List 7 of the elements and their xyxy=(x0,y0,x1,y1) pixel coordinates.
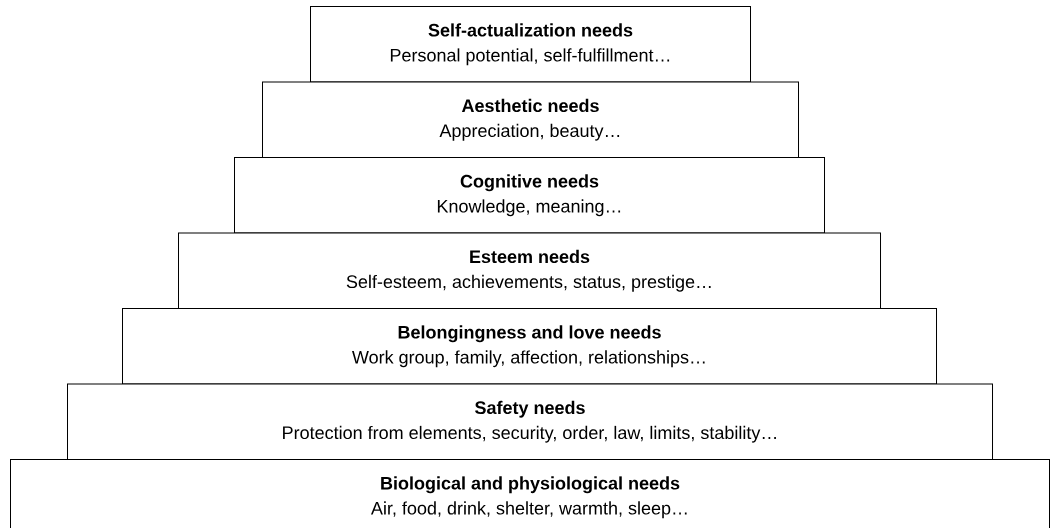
need-box: Biological and physiological needs Air, food, drink, shelter, warmth, sleep… xyxy=(10,459,1050,528)
need-box: Aesthetic needs Appreciation, beauty… xyxy=(262,81,799,158)
need-box: Belongingness and love needs Work group, family, affection, relationships… xyxy=(122,308,937,385)
need-box: Self-actualization needs Personal potential, self-fulfillment… xyxy=(310,6,751,83)
need-box: Safety needs Protection from elements, security, order, law, limits, stability… xyxy=(67,383,993,460)
need-box: Cognitive needs Knowledge, meaning… xyxy=(234,157,825,234)
need-box: Esteem needs Self-esteem, achievements, status, prestige… xyxy=(178,232,881,309)
